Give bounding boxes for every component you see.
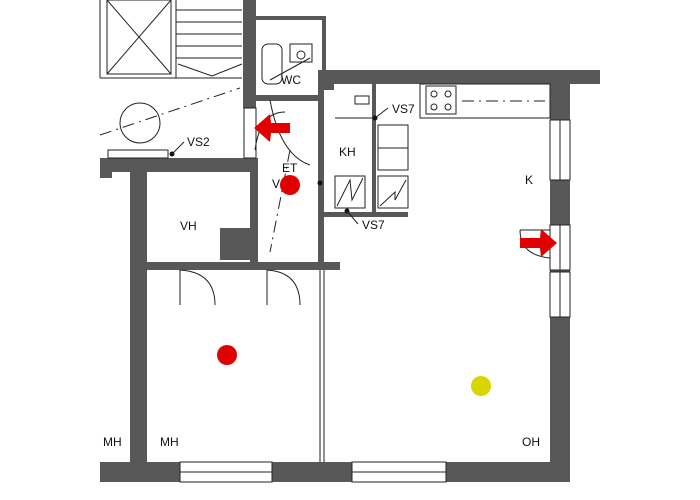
red-dot-marker — [280, 175, 300, 195]
room-label-mh: MH — [160, 435, 179, 449]
arrow-right-icon — [520, 229, 557, 257]
marker-vs7-bottom: VS7 — [362, 218, 385, 232]
room-label-et: ET — [282, 161, 298, 175]
fixtures — [107, 43, 551, 306]
walls — [100, 0, 600, 482]
windows — [179, 107, 571, 483]
room-label-kh: KH — [339, 145, 356, 159]
column-circle — [119, 102, 161, 144]
red-dot-marker — [217, 345, 237, 365]
room-label-vh: VH — [180, 219, 197, 233]
room-label-wc: WC — [281, 73, 301, 87]
arrow-left-icon — [254, 114, 290, 142]
room-label-k: K — [525, 173, 533, 187]
yellow-dot-marker — [471, 376, 491, 396]
marker-vs2: VS2 — [187, 135, 210, 149]
room-label-oh: OH — [522, 435, 540, 449]
room-label-mh-left: MH — [103, 435, 122, 449]
staircase — [99, 0, 243, 79]
marker-vs7-top: VS7 — [392, 102, 415, 116]
room-label-v: V — [272, 177, 280, 191]
